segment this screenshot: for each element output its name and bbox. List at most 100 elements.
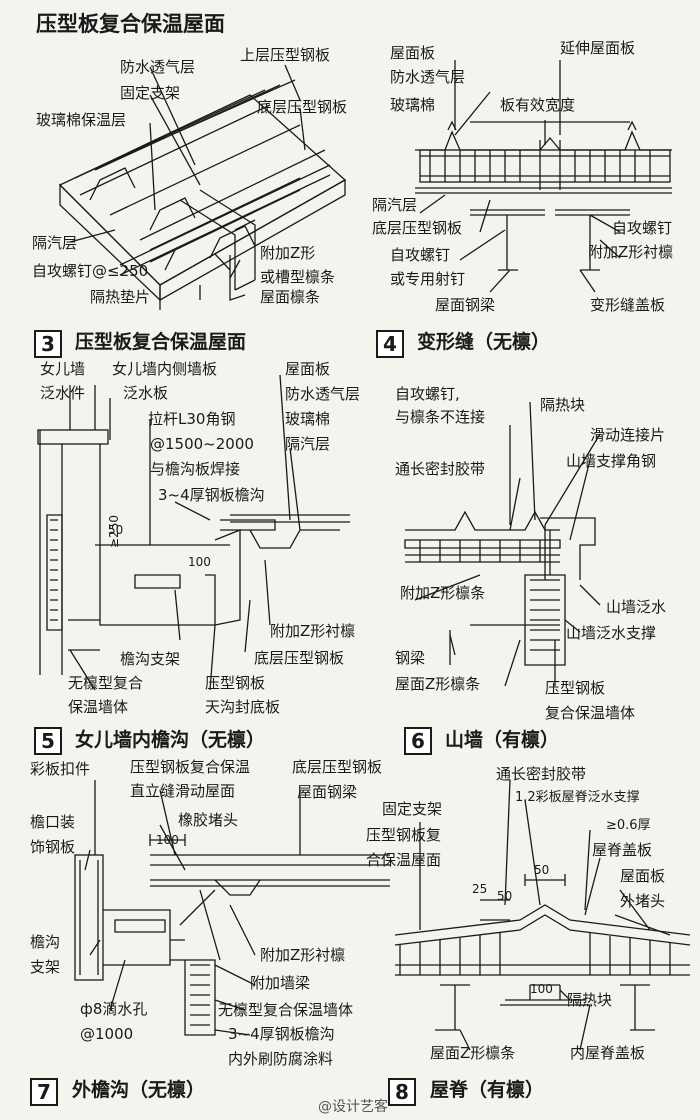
- d5-label-parapet: 女儿墙: [40, 360, 86, 378]
- watermark: @设计艺客: [318, 1099, 388, 1115]
- d1-label-waterproof: 防水透气层: [120, 58, 196, 76]
- d6-label-roof-purlin: 屋面Z形檩条: [395, 675, 481, 693]
- section7-number: 7: [30, 1078, 58, 1106]
- d5-label-weld: 与檐沟板焊接: [150, 460, 241, 478]
- d7-label-standing-seam: 直立缝滑动屋面: [130, 782, 236, 800]
- section4-number: 4: [376, 330, 404, 358]
- section8-number: 8: [388, 1078, 416, 1106]
- d6-label-gable-flashing: 山墙泛水: [606, 598, 667, 616]
- d7-label-gutter-line2: 支架: [30, 958, 61, 976]
- d1-label-glasswool: 玻璃棉保温层: [36, 111, 127, 129]
- d8-dim-50-side: 50: [497, 889, 513, 903]
- section5-caption: 女儿墙内檐沟（无檩）: [75, 729, 266, 751]
- d6-label-no-connect: 与檩条不连接: [395, 408, 486, 426]
- d1-label-purlin: 屋面檩条: [260, 288, 321, 306]
- d2-label-glasswool: 玻璃棉: [390, 96, 436, 114]
- d8-label-thickness: ≥0.6厚: [606, 818, 651, 833]
- section8-caption: 屋脊（有檩）: [430, 1079, 545, 1101]
- d5-label-vapor: 隔汽层: [285, 435, 331, 453]
- d2-label-lower-deck: 底层压型钢板: [372, 219, 463, 237]
- d5-dim-50: 50: [108, 523, 124, 537]
- d5-label-tie-rod: 拉杆L30角钢: [148, 410, 236, 428]
- d8-label-inner-ridge: 内屋脊盖板: [570, 1044, 646, 1062]
- d7-label-composite: 压型钢板复合保温: [130, 758, 251, 776]
- d6-label-steel-beam: 钢梁: [395, 649, 426, 667]
- d2-label-z-purlin: 附加Z形衬檩: [588, 243, 674, 261]
- section3-caption: 压型板复合保温屋面: [75, 331, 247, 353]
- d8-dim-100: 100: [530, 982, 553, 996]
- d7-label-gutter-line1: 檐沟: [30, 933, 61, 951]
- d2-label-roof-beam: 屋面钢梁: [435, 296, 496, 314]
- d7-label-anticorrosion: 内外刷防腐涂料: [228, 1050, 334, 1068]
- d5-label-glasswool: 玻璃棉: [285, 410, 331, 428]
- d8-dim-50-top: 50: [534, 863, 550, 877]
- d2-label-shot-nail: 或专用射钉: [390, 270, 466, 288]
- d8-label-composite-line1: 压型钢板复: [366, 826, 442, 844]
- d5-label-gutter-plate: 3~4厚钢板檐沟: [158, 486, 265, 504]
- d6-label-screw: 自攻螺钉,: [395, 385, 460, 403]
- d5-label-lower-deck: 底层压型钢板: [254, 649, 345, 667]
- d2-label-vapor: 隔汽层: [372, 196, 418, 214]
- d8-label-z-purlin: 屋面Z形檩条: [430, 1044, 516, 1062]
- d6-label-support-angle: 山墙支撑角钢: [566, 452, 657, 470]
- d6-label-flashing-support: 山墙泛水支撑: [566, 624, 657, 642]
- d8-label-ridge-cap: 屋脊盖板: [592, 841, 653, 859]
- d6-label-steel-deck: 压型钢板: [545, 679, 606, 697]
- d2-label-eff-width: 板有效宽度: [500, 96, 576, 114]
- d1-label-lower-deck: 底层压型钢板: [257, 98, 348, 116]
- section7-caption: 外檐沟（无檩）: [72, 1079, 206, 1101]
- d1-label-channel: 或槽型檩条: [260, 268, 336, 286]
- d2-label-waterproof: 防水透气层: [390, 68, 466, 86]
- d7-label-drip-hole: ф8滴水孔: [80, 1000, 148, 1018]
- d7-label-roof-beam: 屋面钢梁: [297, 783, 358, 801]
- d7-label-rubber-plug: 橡胶堵头: [178, 811, 239, 829]
- diagram5-drawing: [37, 374, 350, 691]
- d8-label-ridge-support: 1.2彩板屋脊泛水支撑: [515, 790, 640, 805]
- d6-label-insulation-block: 隔热块: [540, 396, 586, 414]
- d5-label-wall-line1: 无檩型复合: [68, 674, 144, 692]
- d8-label-end-plug: 外堵头: [620, 892, 666, 910]
- diagram2-drawing: [415, 60, 672, 293]
- d7-label-wall: 无檩型复合保温墙体: [218, 1001, 354, 1019]
- diagram1-drawing: [58, 64, 347, 310]
- d6-label-slide-plate: 滑动连接片: [590, 426, 666, 444]
- d1-label-vapor: 隔汽层: [32, 234, 78, 252]
- section6-number: 6: [404, 727, 432, 755]
- d5-label-roof-panel: 屋面板: [285, 360, 331, 378]
- d7-label-eave-line2: 饰钢板: [30, 838, 76, 856]
- d8-label-roof-panel: 屋面板: [620, 867, 666, 885]
- d5-label-parapet-inner: 女儿墙内侧墙板: [112, 360, 218, 378]
- d7-label-z-purlin: 附加Z形衬檩: [260, 946, 346, 964]
- diagram7-drawing: [74, 780, 390, 1036]
- d5-label-wall-line2: 保温墙体: [68, 698, 129, 716]
- d5-label-flashing-part: 泛水件: [40, 384, 86, 402]
- d8-label-bracket: 固定支架: [382, 800, 443, 818]
- d2-label-screw-left: 自攻螺钉: [390, 246, 451, 264]
- d7-label-eave-line1: 檐口装: [30, 813, 76, 831]
- d6-label-sealant: 通长密封胶带: [395, 460, 486, 478]
- d7-label-clip: 彩板扣件: [30, 760, 91, 778]
- d7-dim-100: 100: [156, 833, 179, 847]
- d5-label-gutter-bottom: 天沟封底板: [205, 698, 281, 716]
- d1-label-pad: 隔热垫片: [90, 288, 151, 306]
- d1-label-bracket: 固定支架: [120, 84, 181, 102]
- top-title: 压型板复合保温屋面: [36, 12, 225, 36]
- d2-label-roof-panel: 屋面板: [390, 44, 436, 62]
- diagram6-drawing: [404, 401, 601, 687]
- d5-label-spacing: @1500~2000: [150, 435, 254, 453]
- d8-label-sealant: 通长密封胶带: [496, 765, 587, 783]
- d5-dim-100: 100: [188, 555, 211, 569]
- d6-label-z-purlin: 附加Z形檩条: [400, 584, 486, 602]
- d2-label-screw-right: 自攻螺钉: [612, 219, 673, 237]
- d7-label-drip-spacing: @1000: [80, 1025, 134, 1043]
- d5-dim-250: ≥250: [107, 515, 121, 548]
- d8-dim-25: 25: [472, 882, 488, 896]
- d7-label-gutter-plate: 3~4厚钢板檐沟: [228, 1025, 335, 1043]
- d5-label-steel-deck: 压型钢板: [205, 674, 266, 692]
- section6-caption: 山墙（有檩）: [445, 729, 560, 751]
- d1-label-z-purlin: 附加Z形: [260, 244, 316, 262]
- d1-label-upper-deck: 上层压型钢板: [240, 46, 331, 64]
- d5-label-bracket: 檐沟支架: [120, 650, 181, 668]
